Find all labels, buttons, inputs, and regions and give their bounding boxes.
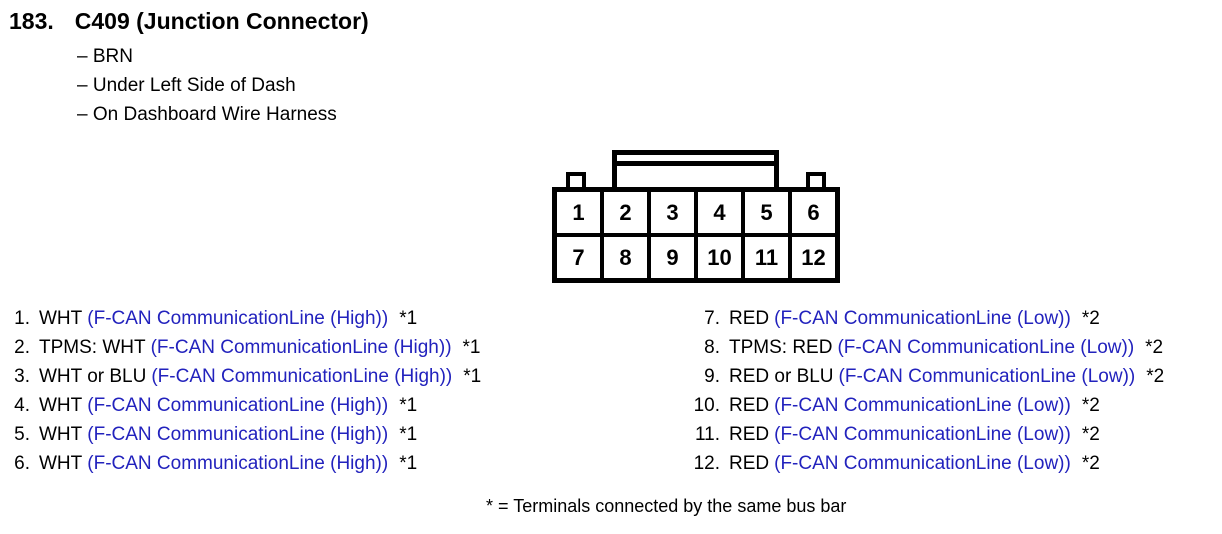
pin-row: 4. WHT(F-CAN CommunicationLine (High)) *1 bbox=[10, 391, 481, 420]
pin-number: 2. bbox=[14, 337, 30, 358]
pin-busbar-note: *2 bbox=[1081, 424, 1100, 445]
pin-row: 8. TPMS: RED(F-CAN CommunicationLine (Low… bbox=[688, 333, 1164, 362]
pin-signal-label: (F-CAN CommunicationLine (Low)) bbox=[774, 395, 1071, 416]
pin-signal-label: (F-CAN CommunicationLine (High)) bbox=[87, 395, 389, 416]
connector-detail-line: – BRN bbox=[77, 46, 133, 67]
connector-details: – BRN – Under Left Side of Dash – On Dashb… bbox=[77, 42, 337, 129]
connector-detail-line: – Under Left Side of Dash bbox=[77, 75, 296, 96]
connector-title: C409 (Junction Connector) bbox=[74, 8, 369, 34]
pin-signal-label: (F-CAN CommunicationLine (High)) bbox=[87, 308, 389, 329]
pin-wire-color: TPMS: RED bbox=[729, 337, 833, 358]
pin-busbar-note: *2 bbox=[1081, 395, 1100, 416]
connector-cavity: 6 bbox=[792, 192, 835, 233]
connector-cavity: 1 bbox=[557, 192, 600, 233]
pin-signal-label: (F-CAN CommunicationLine (Low)) bbox=[774, 308, 1071, 329]
pin-row: 11. RED(F-CAN CommunicationLine (Low)) *2 bbox=[688, 420, 1164, 449]
pin-number: 12. bbox=[693, 453, 720, 474]
connector-detail-line: – On Dashboard Wire Harness bbox=[77, 104, 337, 125]
connector-cavity: 11 bbox=[745, 237, 788, 278]
page-title: 183. C409 (Junction Connector) bbox=[9, 8, 369, 35]
connector-notch-left bbox=[566, 172, 586, 188]
pin-signal-label: (F-CAN CommunicationLine (High)) bbox=[87, 424, 389, 445]
pin-signal-label: (F-CAN CommunicationLine (Low)) bbox=[838, 366, 1136, 387]
pin-number: 1. bbox=[14, 308, 30, 329]
pin-row: 10. RED(F-CAN CommunicationLine (Low)) *2 bbox=[688, 391, 1164, 420]
connector-cavity: 10 bbox=[698, 237, 741, 278]
pin-wire-color: RED bbox=[729, 395, 770, 416]
pin-signal-label: (F-CAN CommunicationLine (High)) bbox=[151, 366, 453, 387]
pin-row: 3. WHT or BLU(F-CAN CommunicationLine (Hi… bbox=[10, 362, 481, 391]
connector-cavity: 8 bbox=[604, 237, 647, 278]
pin-number: 10. bbox=[693, 395, 720, 416]
pin-busbar-note: *1 bbox=[399, 453, 418, 474]
pin-wire-color: WHT bbox=[39, 395, 83, 416]
pin-number: 3. bbox=[14, 366, 30, 387]
pin-number: 9. bbox=[704, 366, 720, 387]
pin-wire-color: TPMS: WHT bbox=[39, 337, 146, 358]
connector-cavity: 12 bbox=[792, 237, 835, 278]
pin-number: 6. bbox=[14, 453, 30, 474]
connector-cavity: 4 bbox=[698, 192, 741, 233]
pin-row: 2. TPMS: WHT(F-CAN CommunicationLine (Hig… bbox=[10, 333, 481, 362]
pin-row: 6. WHT(F-CAN CommunicationLine (High)) *1 bbox=[10, 449, 481, 478]
pin-wire-color: RED or BLU bbox=[729, 366, 834, 387]
pin-busbar-note: *2 bbox=[1146, 366, 1165, 387]
pin-wire-color: RED bbox=[729, 308, 770, 329]
pin-signal-label: (F-CAN CommunicationLine (High)) bbox=[87, 453, 389, 474]
pin-number: 7. bbox=[704, 308, 720, 329]
pin-row: 12. RED(F-CAN CommunicationLine (Low)) *2 bbox=[688, 449, 1164, 478]
pin-wire-color: WHT bbox=[39, 453, 83, 474]
pin-wire-color: RED bbox=[729, 424, 770, 445]
pin-wire-color: WHT or BLU bbox=[39, 366, 147, 387]
connector-latch-tab bbox=[612, 150, 779, 188]
pin-wire-color: WHT bbox=[39, 424, 83, 445]
pin-signal-label: (F-CAN CommunicationLine (Low)) bbox=[774, 453, 1071, 474]
connector-cavity: 9 bbox=[651, 237, 694, 278]
busbar-footnote: * = Terminals connected by the same bus … bbox=[486, 496, 847, 516]
connector-latch-line bbox=[617, 161, 774, 166]
pin-signal-label: (F-CAN CommunicationLine (Low)) bbox=[774, 424, 1071, 445]
pin-row: 1. WHT(F-CAN CommunicationLine (High)) *1 bbox=[10, 304, 481, 333]
pin-number: 4. bbox=[14, 395, 30, 416]
pin-busbar-note: *1 bbox=[399, 395, 418, 416]
pin-number: 11. bbox=[694, 424, 720, 445]
pin-number: 5. bbox=[14, 424, 30, 445]
pin-busbar-note: *2 bbox=[1081, 308, 1100, 329]
pin-row: 7. RED(F-CAN CommunicationLine (Low)) *2 bbox=[688, 304, 1164, 333]
pin-row: 5. WHT(F-CAN CommunicationLine (High)) *1 bbox=[10, 420, 481, 449]
pin-number: 8. bbox=[704, 337, 720, 358]
pin-busbar-note: *1 bbox=[463, 366, 482, 387]
connector-cavity: 7 bbox=[557, 237, 600, 278]
pin-signal-label: (F-CAN CommunicationLine (Low)) bbox=[837, 337, 1135, 358]
pin-signal-label: (F-CAN CommunicationLine (High)) bbox=[150, 337, 452, 358]
pin-busbar-note: *1 bbox=[462, 337, 481, 358]
pin-row: 9. RED or BLU(F-CAN CommunicationLine (Lo… bbox=[688, 362, 1164, 391]
pin-busbar-note: *1 bbox=[399, 424, 418, 445]
pin-busbar-note: *2 bbox=[1081, 453, 1100, 474]
connector-index-number: 183. bbox=[9, 8, 54, 34]
pin-busbar-note: *2 bbox=[1145, 337, 1164, 358]
pin-busbar-note: *1 bbox=[399, 308, 418, 329]
connector-cavity: 5 bbox=[745, 192, 788, 233]
pin-wire-color: WHT bbox=[39, 308, 83, 329]
pin-wire-color: RED bbox=[729, 453, 770, 474]
connector-cavity: 2 bbox=[604, 192, 647, 233]
connector-cavity: 3 bbox=[651, 192, 694, 233]
connector-notch-right bbox=[806, 172, 826, 188]
